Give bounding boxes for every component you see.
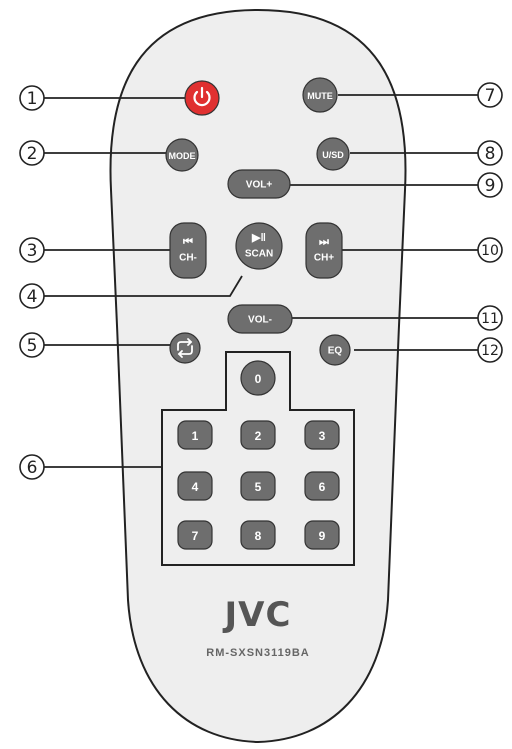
svg-text:CH-: CH- — [179, 253, 197, 264]
digit-key-1[interactable]: 1 — [177, 420, 213, 450]
svg-text:U/SD: U/SD — [322, 150, 344, 160]
digit-key-3[interactable]: 3 — [304, 420, 340, 450]
svg-text:1: 1 — [192, 429, 199, 443]
svg-text:EQ: EQ — [328, 346, 343, 357]
svg-text:MUTE: MUTE — [307, 91, 333, 101]
repeat-icon — [177, 338, 193, 358]
ch-up-button[interactable]: ⏭ CH+ — [305, 222, 343, 279]
digit-key-6[interactable]: 6 — [304, 471, 340, 501]
callout-circle-10: 10 — [477, 237, 503, 263]
svg-text:12: 12 — [481, 343, 499, 359]
svg-text:2: 2 — [27, 144, 38, 164]
digit-key-4[interactable]: 4 — [177, 471, 213, 501]
mute-button[interactable]: MUTE — [302, 77, 338, 113]
svg-text:6: 6 — [27, 458, 38, 478]
model-number: RM-SXSN3119BA — [206, 647, 309, 659]
svg-text:8: 8 — [485, 144, 496, 164]
mode-button[interactable]: MODE — [165, 138, 199, 172]
svg-text:4: 4 — [27, 287, 38, 307]
svg-text:VOL-: VOL- — [248, 315, 272, 326]
skip-forward-icon: ⏭ — [319, 236, 329, 248]
svg-text:5: 5 — [255, 480, 262, 494]
callout-circle-1: 1 — [19, 85, 45, 111]
digit-key-2[interactable]: 2 — [240, 420, 276, 450]
svg-text:MODE: MODE — [169, 151, 196, 161]
svg-text:3: 3 — [319, 429, 326, 443]
callout-circle-5: 5 — [19, 332, 45, 358]
svg-text:9: 9 — [319, 529, 326, 543]
usd-button[interactable]: U/SD — [316, 137, 350, 171]
svg-text:8: 8 — [255, 529, 262, 543]
callout-lines — [44, 94, 478, 468]
svg-text:VOL+: VOL+ — [246, 180, 273, 191]
vol-up-button[interactable]: VOL+ — [227, 169, 291, 199]
svg-text:CH+: CH+ — [314, 253, 334, 264]
digit-key-8[interactable]: 8 — [240, 520, 276, 550]
callout-circle-9: 9 — [477, 172, 503, 198]
vol-down-button[interactable]: VOL- — [227, 304, 293, 334]
svg-text:5: 5 — [27, 336, 38, 356]
svg-text:4: 4 — [192, 480, 199, 494]
digit-key-7[interactable]: 7 — [177, 520, 213, 550]
svg-text:11: 11 — [481, 311, 499, 327]
svg-text:7: 7 — [192, 529, 199, 543]
svg-text:2: 2 — [255, 429, 262, 443]
callout-circle-4: 4 — [19, 283, 45, 309]
svg-text:7: 7 — [485, 86, 496, 106]
ch-down-button[interactable]: ⏮ CH- — [169, 222, 207, 279]
play-scan-button[interactable]: ▶‖ SCAN — [235, 222, 283, 270]
svg-text:1: 1 — [27, 89, 38, 109]
svg-text:0: 0 — [255, 372, 262, 386]
play-pause-icon: ▶‖ — [251, 232, 266, 244]
svg-text:3: 3 — [27, 241, 38, 261]
skip-back-icon: ⏮ — [183, 236, 193, 248]
callout-circle-2: 2 — [19, 140, 45, 166]
brand-logo: JVC — [223, 595, 292, 635]
eq-button[interactable]: EQ — [319, 334, 351, 366]
svg-text:SCAN: SCAN — [245, 249, 273, 260]
svg-text:9: 9 — [485, 176, 496, 196]
callout-circle-12: 12 — [477, 337, 503, 363]
callout-circle-11: 11 — [477, 305, 503, 331]
callout-circle-6: 6 — [19, 454, 45, 480]
power-icon — [193, 86, 211, 107]
numpad-panel — [161, 351, 355, 566]
svg-text:6: 6 — [319, 480, 326, 494]
digit-key-0[interactable]: 0 — [240, 360, 276, 396]
digit-key-5[interactable]: 5 — [240, 471, 276, 501]
svg-text:10: 10 — [481, 243, 499, 259]
digit-key-9[interactable]: 9 — [304, 520, 340, 550]
repeat-button[interactable] — [169, 332, 201, 364]
power-button[interactable] — [184, 80, 220, 116]
callout-circle-3: 3 — [19, 237, 45, 263]
callout-circle-7: 7 — [477, 82, 503, 108]
callout-circle-8: 8 — [477, 140, 503, 166]
